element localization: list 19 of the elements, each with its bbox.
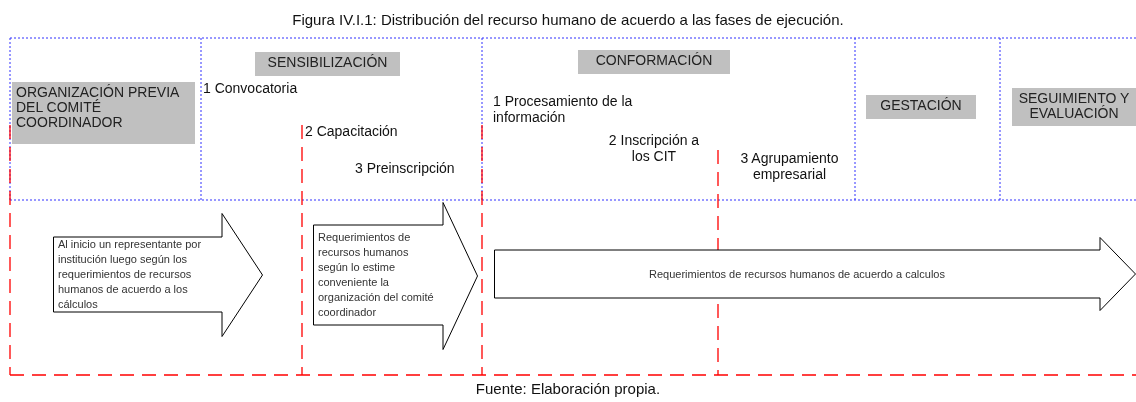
step-label: 2 Capacitación — [305, 123, 399, 139]
phase-header: SENSIBILIZACIÓN — [255, 52, 400, 76]
figure-title: Figura IV.I.1: Distribución del recurso humano de acuerdo a las fases de ejecución. — [291, 11, 845, 28]
step-label: 1 Procesamiento de la información — [493, 93, 634, 125]
phase-header: GESTACIÓN — [866, 95, 976, 119]
phase-header: CONFORMACIÓN — [578, 50, 730, 74]
arrow-text: Requerimientos de recursos humanos según lo estime conveniente la organización del comité coordinador — [318, 230, 435, 320]
source-caption: Fuente: Elaboración propia. — [474, 380, 662, 397]
step-label: 3 Preinscripción — [355, 160, 456, 176]
step-label: 1 Convocatoria — [203, 80, 299, 96]
phase-header: SEGUIMIENTO Y EVALUACIÓN — [1012, 88, 1136, 126]
phase-header: ORGANIZACIÓN PREVIA DEL COMITÉ COORDINADOR — [12, 82, 195, 144]
block-arrow — [494, 237, 1136, 311]
arrow-text: Requerimientos de recursos humanos de acuerdo a calculos — [648, 266, 946, 282]
block-arrow — [313, 202, 478, 350]
block-arrow — [53, 213, 263, 337]
arrow-text: Al inicio un representante por institución luego según los requerimientos de recursos humanos de acuerdo a los cálculos — [58, 237, 203, 312]
step-label: 2 Inscripción a los CIT — [607, 132, 701, 164]
step-label: 3 Agrupamiento empresarial — [739, 150, 840, 182]
